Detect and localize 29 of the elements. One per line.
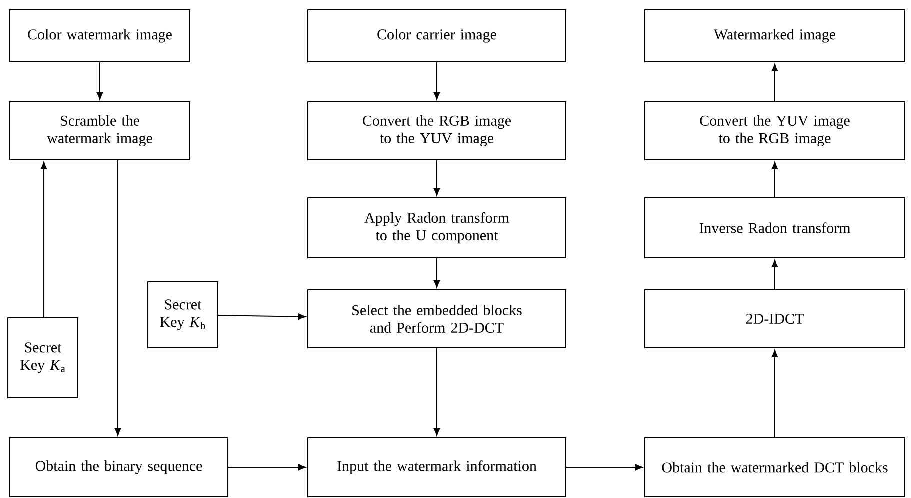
process-box: Watermarked image <box>644 10 906 62</box>
arrow <box>772 260 778 290</box>
process-box: Obtain the watermarked DCT blocks <box>644 437 906 498</box>
arrow <box>566 464 643 471</box>
arrow <box>434 62 440 100</box>
process-box: Scramble the watermark image <box>10 102 190 160</box>
arrow <box>228 464 306 471</box>
arrow <box>96 62 104 100</box>
arrow <box>772 350 778 438</box>
process-box: Select the embedded blocks and Perform 2D-DCT <box>308 290 566 348</box>
process-box: Color carrier image <box>308 10 566 62</box>
process-box: Convert the YUV image to the RGB image <box>644 102 906 160</box>
process-box: Apply Radon transform to the U component <box>308 198 566 258</box>
arrow <box>434 348 440 436</box>
arrow <box>434 160 440 196</box>
arrow <box>114 160 122 436</box>
key-box: Secret Key K$_{a}$ <box>8 317 79 398</box>
arrow <box>40 162 48 318</box>
arrow <box>218 314 306 320</box>
process-box: Color watermark image <box>10 10 190 62</box>
process-box: Obtain the binary sequence <box>10 437 228 498</box>
key-box: Secret Key K$_{b}$ <box>148 282 218 348</box>
arrow <box>772 64 778 102</box>
process-box: Convert the RGB image to the YUV image <box>308 102 566 160</box>
arrow <box>772 162 778 198</box>
process-box: Inverse Radon transform <box>644 198 906 258</box>
arrow <box>434 258 440 288</box>
process-box: 2D-IDCT <box>644 290 906 348</box>
process-box: Input the watermark information <box>308 437 566 498</box>
